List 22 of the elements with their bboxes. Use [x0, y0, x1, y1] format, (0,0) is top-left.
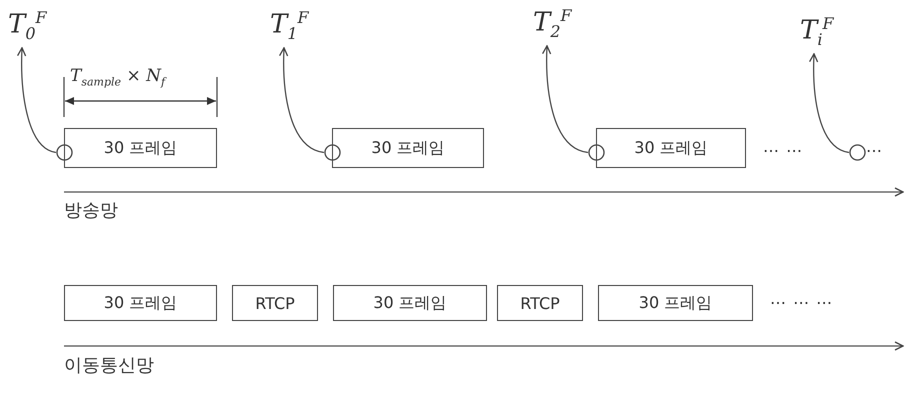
network-label: 방송망 [64, 199, 118, 222]
ellipsis: ⋯ [866, 141, 883, 160]
network-label: 이동통신망 [64, 354, 154, 377]
circle-marker [56, 144, 73, 161]
ellipsis: ⋯ ⋯ [763, 141, 804, 160]
frame-box: 30 프레임 [64, 128, 217, 168]
frame-box: 30 프레임 [598, 285, 753, 321]
ellipsis: ⋯ ⋯ ⋯ [770, 293, 834, 312]
frame-box: RTCP [232, 285, 318, 321]
curved-arrow [279, 47, 324, 154]
frame-box: 30 프레임 [333, 285, 487, 321]
frame-box: 30 프레임 [332, 128, 484, 168]
dimension-label: T$_{sample}$ × N$_{f}$ [70, 66, 166, 88]
curved-arrow [542, 45, 588, 154]
frame-box: 30 프레임 [596, 128, 746, 168]
circle-marker [588, 144, 605, 161]
frame-box: RTCP [497, 285, 583, 321]
circle-marker [324, 144, 341, 161]
curved-arrow [17, 47, 56, 154]
curved-arrow [809, 53, 850, 154]
circle-marker [849, 144, 866, 161]
frame-box: 30 프레임 [64, 285, 217, 321]
